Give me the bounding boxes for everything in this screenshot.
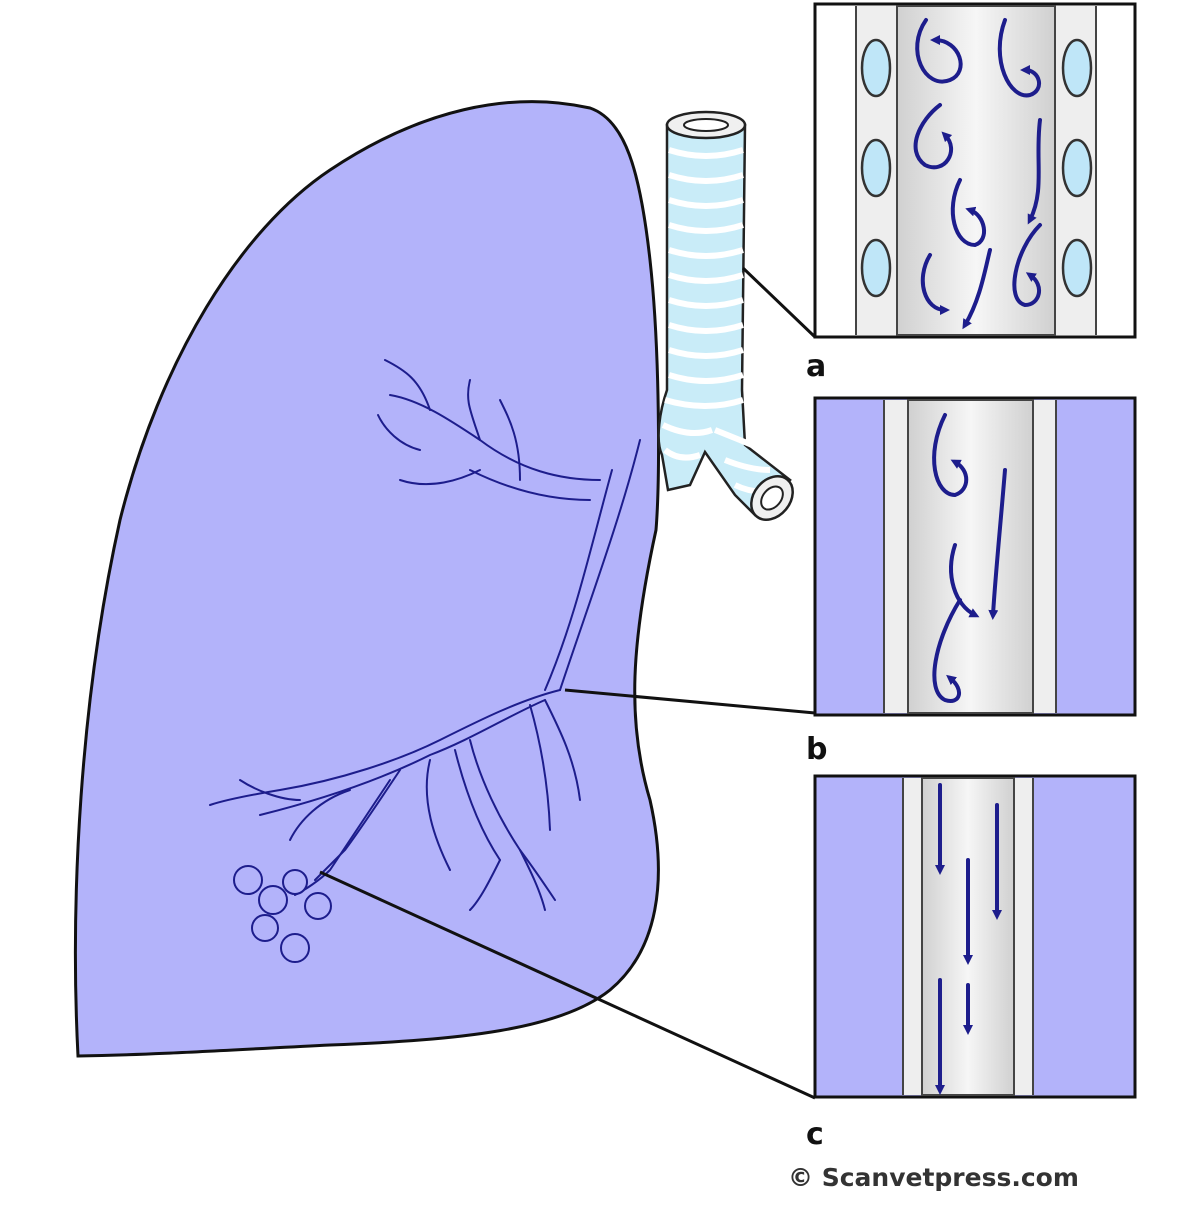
leader-lines [319, 266, 817, 1100]
panel-label-c: c [806, 1117, 824, 1152]
trachea-icon [657, 110, 794, 521]
panel-label-a: a [806, 349, 827, 384]
panel-c-bronchiole [813, 774, 1137, 1099]
panel-a-trachea [813, 2, 1137, 339]
lung-icon [73, 100, 660, 1058]
panel-b-bronchus [813, 396, 1137, 717]
copyright-text: © Scanvetpress.com [788, 1163, 1079, 1192]
bronchial-tree [209, 359, 641, 911]
alveoli [233, 865, 332, 963]
panel-label-b: b [806, 732, 828, 767]
